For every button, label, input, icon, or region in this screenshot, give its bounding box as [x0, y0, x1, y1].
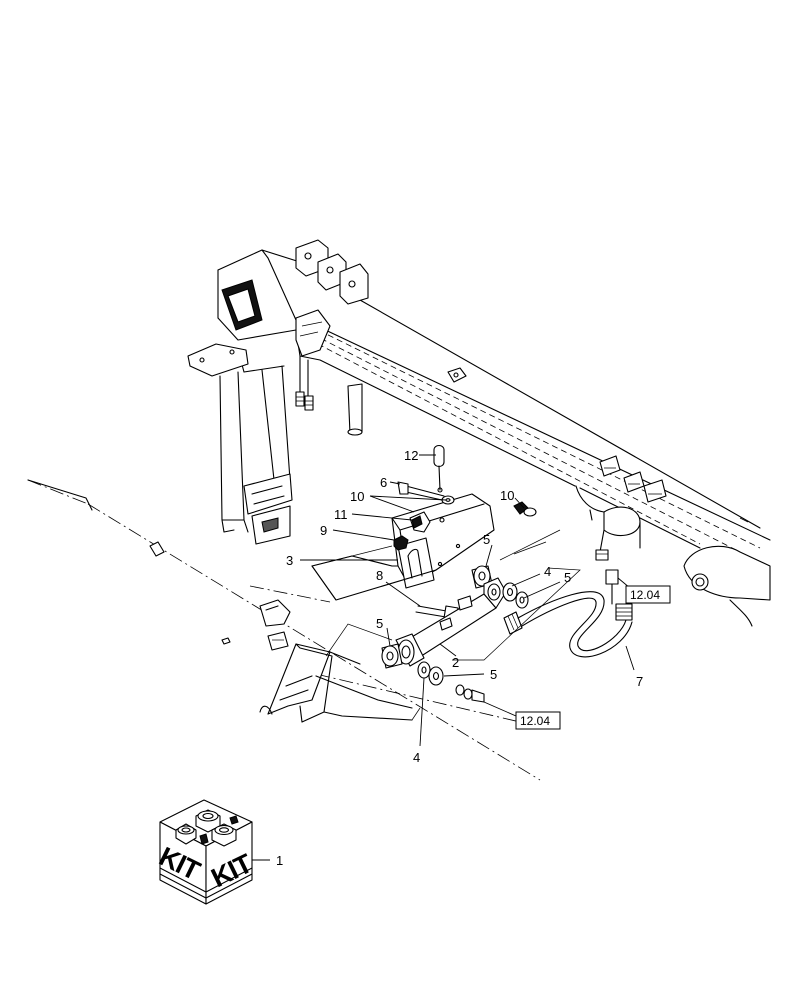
- callout-12: 12: [404, 448, 418, 463]
- callout-2: 2: [452, 655, 459, 670]
- callout-5-left: 5: [376, 616, 383, 631]
- fittings-icon: [175, 809, 239, 847]
- vertical-leg: [187, 343, 293, 545]
- callout-5-right: 5: [564, 570, 571, 585]
- main-boom: [217, 239, 771, 627]
- callout-5-upper: 5: [483, 532, 490, 547]
- group-outlines: [311, 529, 581, 721]
- callout-9: 9: [320, 523, 327, 538]
- callout-3: 3: [286, 553, 293, 568]
- reference-label-upper: 12.04: [630, 588, 660, 602]
- callout-7: 7: [636, 674, 643, 689]
- reference-box-lower[interactable]: 12.04: [515, 711, 561, 730]
- callout-4-lower: 4: [413, 750, 420, 765]
- reference-box-upper[interactable]: 12.04: [625, 585, 671, 604]
- callout-4-upper: 4: [544, 564, 551, 579]
- callout-8: 8: [376, 568, 383, 583]
- callout-10-right: 10: [500, 488, 514, 503]
- reference-label-lower: 12.04: [520, 714, 550, 728]
- callout-labels: 12 6 10 10 11 9 3 5 8 4 5 5 2 5 7 4 1: [276, 448, 643, 868]
- hydraulic-cylinder: [381, 577, 529, 703]
- lower-mount: [259, 599, 413, 723]
- leader-lines: [252, 454, 643, 861]
- kit-box: KIT KIT: [154, 799, 257, 905]
- callout-5-lower: 5: [490, 667, 497, 682]
- callout-11: 11: [334, 507, 348, 522]
- center-lines: [27, 479, 541, 781]
- callout-10-left: 10: [350, 489, 364, 504]
- callout-1: 1: [276, 853, 283, 868]
- callout-6: 6: [380, 475, 387, 490]
